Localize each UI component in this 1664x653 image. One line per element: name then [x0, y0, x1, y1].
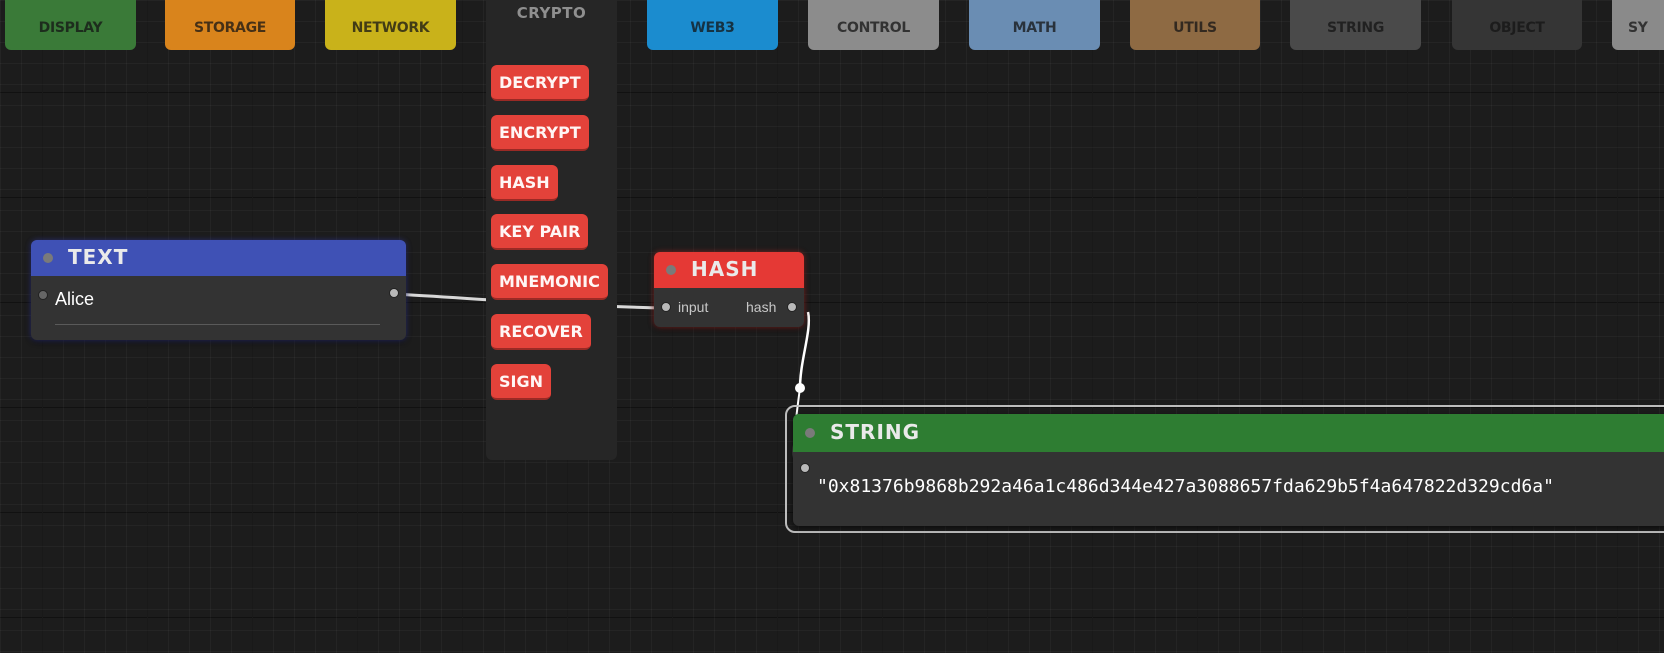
string-node-input-port[interactable] [800, 463, 810, 473]
hash-node[interactable]: HASH input hash [654, 252, 804, 327]
tab-math[interactable]: MATH [969, 0, 1100, 50]
hash-node-input-port[interactable] [661, 302, 671, 312]
string-node-title: STRING [830, 420, 921, 444]
text-node-header[interactable]: TEXT [31, 240, 406, 276]
wire-junction [795, 383, 805, 393]
tab-storage[interactable]: STORAGE [165, 0, 295, 50]
string-node[interactable]: STRING "0x81376b9868b292a46a1c486d344e42… [793, 414, 1664, 526]
text-node[interactable]: TEXT Alice [31, 240, 406, 340]
crypto-category-panel: CRYPTO DECRYPT ENCRYPT HASH KEY PAIR MNE… [486, 0, 617, 460]
text-node-title: TEXT [68, 245, 129, 269]
crypto-item-key-pair[interactable]: KEY PAIR [491, 214, 589, 250]
crypto-panel-title[interactable]: CRYPTO [516, 4, 587, 22]
text-node-input-underline [55, 324, 380, 325]
crypto-item-decrypt[interactable]: DECRYPT [491, 65, 589, 101]
text-node-input-port[interactable] [38, 290, 48, 300]
string-node-selection-outline [785, 405, 1664, 533]
text-node-output-port[interactable] [389, 288, 399, 298]
string-node-header[interactable]: STRING [793, 414, 1664, 452]
hash-node-input-label: input [678, 299, 709, 315]
crypto-item-mnemonic[interactable]: MNEMONIC [491, 264, 608, 300]
crypto-item-recover[interactable]: RECOVER [491, 314, 591, 350]
tab-object[interactable]: OBJECT [1452, 0, 1582, 50]
crypto-item-encrypt[interactable]: ENCRYPT [491, 115, 589, 151]
tab-control[interactable]: CONTROL [808, 0, 939, 50]
text-node-value[interactable]: Alice [55, 289, 95, 309]
text-node-status-dot [43, 253, 53, 263]
crypto-item-sign[interactable]: SIGN [491, 364, 551, 400]
string-node-value[interactable]: "0x81376b9868b292a46a1c486d344e427a30886… [817, 476, 1554, 497]
tab-system[interactable]: SY [1612, 0, 1664, 50]
tab-display[interactable]: DISPLAY [5, 0, 136, 50]
tab-network[interactable]: NETWORK [325, 0, 456, 50]
hash-node-title: HASH [691, 257, 759, 281]
crypto-item-hash[interactable]: HASH [491, 165, 558, 201]
tab-utils[interactable]: UTILS [1130, 0, 1260, 50]
hash-node-header[interactable]: HASH [654, 252, 804, 288]
tab-web3[interactable]: WEB3 [647, 0, 778, 50]
hash-node-output-label: hash [746, 299, 777, 315]
hash-node-output-port[interactable] [787, 302, 797, 312]
hash-node-status-dot [666, 265, 676, 275]
string-node-status-dot [805, 428, 815, 438]
tab-string[interactable]: STRING [1290, 0, 1421, 50]
